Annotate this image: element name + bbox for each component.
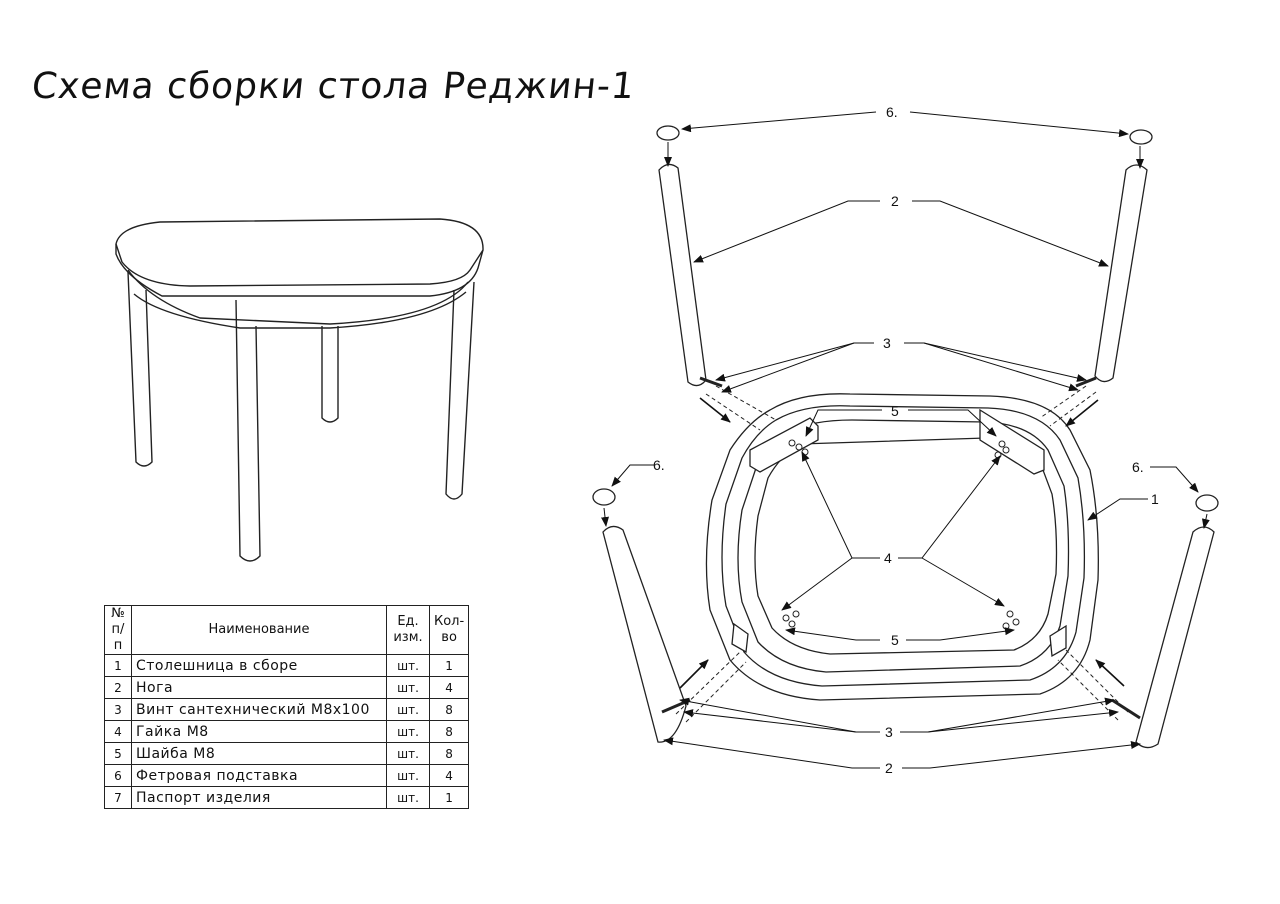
row-num: 6 <box>104 764 132 787</box>
table-row: 6 Фетровая подставка шт. 4 <box>104 764 470 787</box>
leg-top-left <box>658 163 707 387</box>
row-unit: шт. <box>386 742 430 765</box>
callout-4: 4 <box>884 550 892 566</box>
table-row: 3 Винт сантехнический М8х100 шт. 8 <box>104 698 470 721</box>
corner-plate-left <box>749 417 819 473</box>
callout-5-bottom: 5 <box>891 632 899 648</box>
row-name: Паспорт изделия <box>131 786 387 809</box>
leader-lines <box>601 111 1210 769</box>
felt-pad-top-left <box>656 125 680 141</box>
row-qty: 8 <box>428 742 470 765</box>
leg-top-right <box>1094 164 1148 383</box>
assembled-table-illustration <box>115 218 484 562</box>
felt-pad-top-right <box>1129 129 1153 145</box>
row-num: 5 <box>104 742 132 765</box>
leg-bottom-right <box>1135 526 1215 749</box>
header-num: № п/п <box>104 605 132 655</box>
row-unit: шт. <box>386 676 430 699</box>
row-qty: 4 <box>428 676 470 699</box>
table-row: 7 Паспорт изделия шт. 1 <box>104 786 470 809</box>
row-unit: шт. <box>386 720 430 743</box>
row-num: 3 <box>104 698 132 721</box>
row-name: Шайба М8 <box>131 742 387 765</box>
row-qty: 4 <box>428 764 470 787</box>
row-qty: 1 <box>428 786 470 809</box>
callout-6-left: 6. <box>653 457 665 473</box>
row-num: 4 <box>104 720 132 743</box>
parts-table: № п/п Наименование Ед. изм. Кол-во 1 Сто… <box>104 605 470 809</box>
parts-table-header: № п/п Наименование Ед. изм. Кол-во <box>104 605 470 655</box>
row-unit: шт. <box>386 698 430 721</box>
row-qty: 1 <box>428 654 470 677</box>
exploded-view <box>592 125 1219 749</box>
header-qty: Кол-во <box>428 605 470 655</box>
row-num: 1 <box>104 654 132 677</box>
callout-6-top: 6. <box>886 104 898 120</box>
row-name: Винт сантехнический М8х100 <box>131 698 387 721</box>
row-name: Нога <box>131 676 387 699</box>
callout-1: 1 <box>1151 491 1159 507</box>
corner-plate-right <box>979 408 1045 475</box>
callout-2-top: 2 <box>891 193 899 209</box>
corner-plate-bottom-right <box>1049 624 1067 658</box>
direction-arrows <box>679 397 1125 689</box>
callout-3-top: 3 <box>883 335 891 351</box>
header-unit: Ед. изм. <box>386 605 430 655</box>
row-unit: шт. <box>386 786 430 809</box>
row-qty: 8 <box>428 720 470 743</box>
row-name: Гайка М8 <box>131 720 387 743</box>
table-row: 1 Столешница в сборе шт. 1 <box>104 654 470 677</box>
table-row: 4 Гайка М8 шт. 8 <box>104 720 470 743</box>
table-row: 2 Нога шт. 4 <box>104 676 470 699</box>
header-name: Наименование <box>131 605 387 655</box>
callout-6-right: 6. <box>1132 459 1144 475</box>
felt-pad-right <box>1195 494 1219 512</box>
felt-pad-left <box>592 488 616 506</box>
row-name: Столешница в сборе <box>131 654 387 677</box>
row-name: Фетровая подставка <box>131 764 387 787</box>
row-unit: шт. <box>386 764 430 787</box>
row-num: 7 <box>104 786 132 809</box>
callout-2-bottom: 2 <box>885 760 893 776</box>
tabletop-outer <box>705 393 1099 701</box>
corner-plate-bottom-left <box>731 622 749 654</box>
leg-bottom-left <box>602 525 687 743</box>
row-qty: 8 <box>428 698 470 721</box>
row-unit: шт. <box>386 654 430 677</box>
table-row: 5 Шайба М8 шт. 8 <box>104 742 470 765</box>
callout-5-top: 5 <box>891 403 899 419</box>
assembly-guides <box>675 385 1129 723</box>
callout-3-bottom: 3 <box>885 724 893 740</box>
row-num: 2 <box>104 676 132 699</box>
